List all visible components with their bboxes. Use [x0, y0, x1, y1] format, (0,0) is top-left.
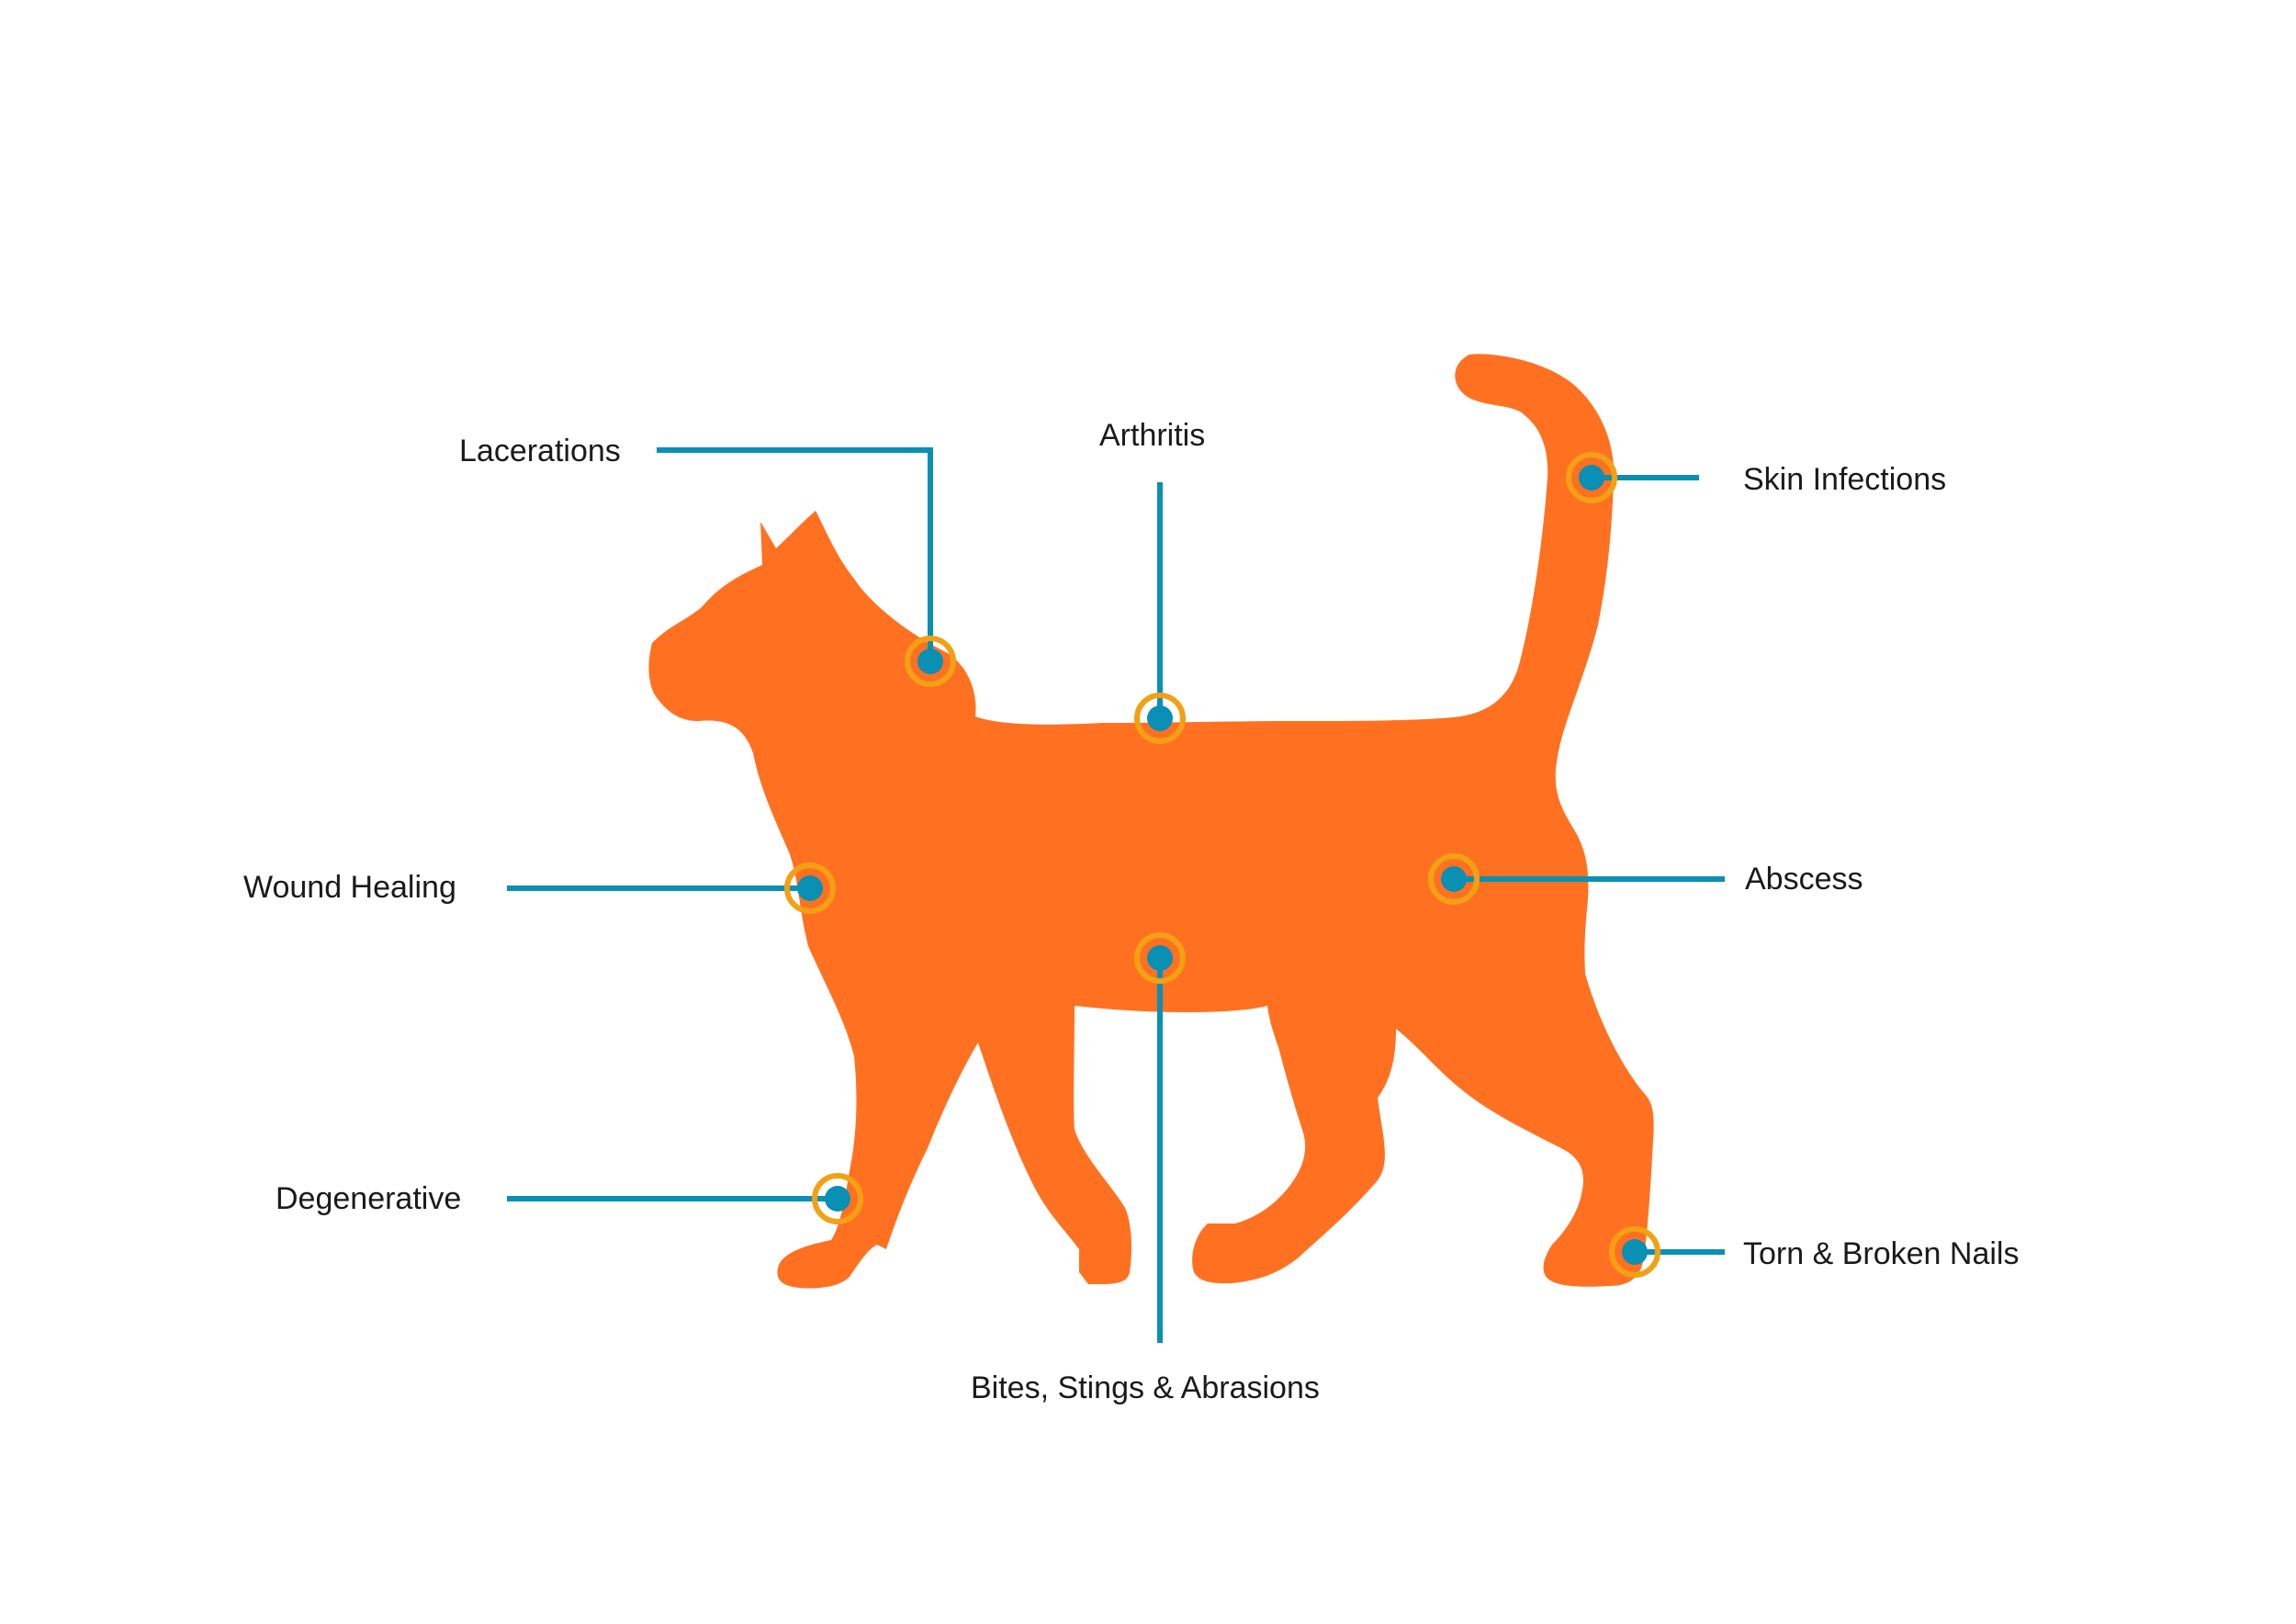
label-lacerations: Lacerations	[459, 434, 621, 468]
leader-line-lacerations	[657, 447, 933, 661]
marker-degenerative	[812, 1173, 863, 1224]
marker-lacerations	[905, 636, 956, 687]
marker-wound-healing	[784, 863, 836, 914]
label-wound-healing: Wound Healing	[243, 870, 456, 905]
marker-torn-broken-nails	[1609, 1226, 1660, 1278]
marker-bites-stings-abrasions	[1134, 932, 1186, 984]
label-skin-infections: Skin Infections	[1743, 462, 1947, 497]
label-bites-stings-abrasions: Bites, Stings & Abrasions	[971, 1370, 1320, 1405]
label-degenerative: Degenerative	[276, 1181, 462, 1216]
marker-abscess	[1428, 853, 1480, 905]
markers	[784, 452, 1660, 1278]
marker-skin-infections	[1566, 452, 1617, 503]
leader-lines	[507, 447, 1725, 1343]
label-torn-broken-nails: Torn & Broken Nails	[1743, 1236, 2020, 1271]
marker-arthritis	[1134, 693, 1186, 744]
label-arthritis: Arthritis	[1099, 418, 1206, 453]
cat-silhouette	[648, 354, 1654, 1289]
label-abscess: Abscess	[1745, 862, 1863, 897]
